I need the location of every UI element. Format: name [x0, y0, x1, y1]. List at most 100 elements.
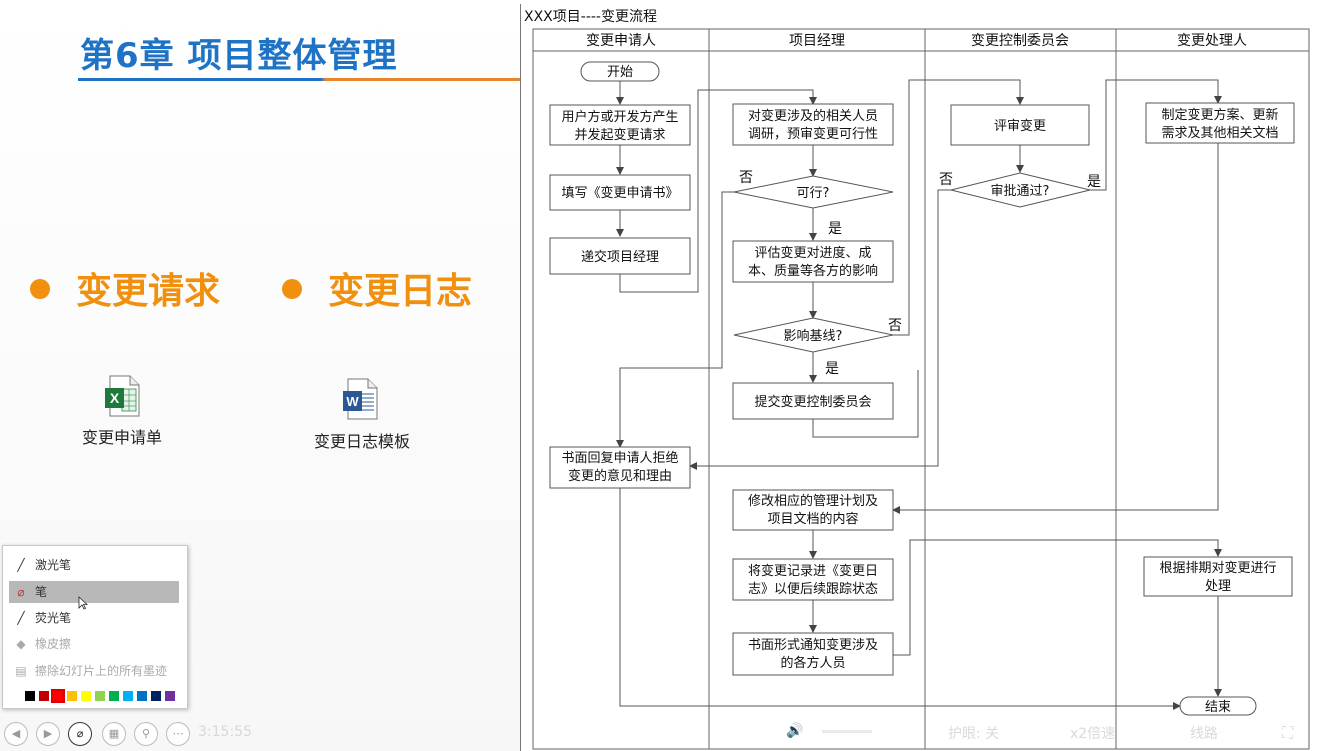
node-feasible: 可行?: [797, 186, 830, 201]
bullet-label: 变更请求: [76, 271, 221, 312]
ink-color-swatch[interactable]: [151, 691, 161, 701]
ink-color-swatch[interactable]: [39, 691, 49, 701]
menu-item-erase-all[interactable]: ▤ 擦除幻灯片上的所有墨迹: [9, 660, 179, 682]
node-process-line1: 根据排期对变更进行: [1159, 560, 1276, 576]
arrow-left-icon: ◀: [11, 727, 21, 740]
ink-color-swatch[interactable]: [123, 691, 133, 701]
menu-item-label: 笔: [35, 585, 48, 599]
node-end: 结束: [1205, 700, 1231, 715]
fullscreen-icon[interactable]: ⛶: [1282, 723, 1294, 742]
slide-title: 第6章 项目整体管理: [80, 36, 398, 76]
node-record-log-line2: 志》以便后续跟踪状态: [748, 582, 878, 597]
node-notify-line2: 的各方人员: [780, 655, 845, 671]
next-slide-button[interactable]: ▶: [36, 722, 60, 746]
node-submit-ccb: 提交变更控制委员会: [754, 394, 871, 410]
node-record-log-line1: 将变更记录进《变更日: [748, 563, 878, 579]
svg-text:X: X: [110, 390, 120, 406]
more-icon: ⋯: [172, 727, 184, 740]
bullet-dot-icon: [30, 279, 50, 299]
pen-icon: ⌀: [76, 727, 84, 740]
eraser-icon: ◆: [16, 637, 26, 651]
slides-overview-button[interactable]: ▦: [102, 722, 126, 746]
ink-color-palette: [25, 689, 179, 703]
svg-text:W: W: [346, 394, 359, 409]
bullet-dot-icon: [282, 279, 302, 299]
previous-slide-button[interactable]: ◀: [4, 722, 28, 746]
title-underline: [78, 78, 520, 81]
menu-item-label: 橡皮擦: [35, 637, 72, 651]
line-select-button[interactable]: 线路: [1190, 726, 1218, 742]
node-make-plan-line1: 制定变更方案、更新: [1161, 107, 1278, 123]
node-user-request-line2: 并发起变更请求: [574, 127, 665, 143]
bullet-label: 变更日志: [328, 271, 473, 312]
word-file-icon[interactable]: W: [342, 378, 378, 420]
bullet-change-request: 变更请求: [30, 262, 220, 314]
menu-item-eraser[interactable]: ◆ 橡皮擦: [9, 633, 179, 655]
menu-item-laser-pointer[interactable]: ╱ 激光笔: [9, 554, 179, 576]
menu-item-label: 荧光笔: [35, 611, 72, 625]
grid-icon: ▦: [108, 727, 120, 740]
lane-header: 变更控制委员会: [971, 33, 1069, 49]
volume-icon[interactable]: 🔊: [786, 723, 804, 739]
ink-color-swatch[interactable]: [165, 691, 175, 701]
lane-header: 变更申请人: [586, 33, 656, 49]
flow-connectors: [616, 79, 1222, 710]
laser-pointer-icon: ╱: [17, 558, 25, 572]
pen-tool-button[interactable]: ⌀: [68, 722, 92, 746]
edge-label-no: 否: [939, 172, 953, 188]
excel-file-icon[interactable]: X: [104, 375, 140, 417]
presentation-timer: 3:15:55: [198, 724, 252, 740]
lane-header: 变更处理人: [1177, 33, 1247, 49]
menu-item-label: 擦除幻灯片上的所有墨迹: [35, 664, 168, 678]
pen-icon: ⌀: [17, 585, 25, 599]
erase-all-icon: ▤: [15, 664, 27, 678]
edge-label-yes: 是: [1087, 174, 1101, 190]
ink-color-swatch[interactable]: [109, 691, 119, 701]
node-survey-line1: 对变更涉及的相关人员: [748, 108, 878, 124]
ink-color-swatch[interactable]: [67, 691, 77, 701]
ink-color-swatch[interactable]: [81, 691, 91, 701]
bullet-change-log: 变更日志: [282, 262, 472, 314]
ink-color-swatch[interactable]: [51, 689, 65, 703]
ink-color-swatch[interactable]: [25, 691, 35, 701]
highlighter-icon: ╱: [17, 611, 25, 625]
edge-label-yes: 是: [825, 361, 839, 377]
node-modify-plan-line1: 修改相应的管理计划及: [748, 493, 878, 509]
node-review: 评审变更: [994, 118, 1046, 134]
volume-slider[interactable]: [822, 730, 872, 733]
node-start: 开始: [607, 65, 633, 80]
node-fill-form: 填写《变更申请书》: [561, 185, 678, 201]
mouse-cursor-icon: [78, 596, 88, 610]
node-survey-line2: 调研，预审变更可行性: [748, 126, 878, 142]
menu-item-label: 激光笔: [35, 558, 72, 572]
node-assess-line2: 本、质量等各方的影响: [748, 263, 878, 279]
more-options-button[interactable]: ⋯: [166, 722, 190, 746]
node-approved: 审批通过?: [991, 184, 1050, 199]
pen-tool-menu: ╱激光笔 ⌀笔 ╱荧光笔 ◆橡皮擦 ▤擦除幻灯片上的所有墨迹: [2, 545, 188, 709]
node-submit-pm: 递交项目经理: [581, 249, 659, 265]
ink-color-swatch[interactable]: [137, 691, 147, 701]
arrow-right-icon: ▶: [43, 727, 53, 740]
playback-speed-button[interactable]: x2倍速: [1070, 726, 1116, 742]
ink-color-swatch[interactable]: [95, 691, 105, 701]
lane-header: 项目经理: [789, 33, 845, 49]
node-process-line2: 处理: [1205, 579, 1231, 594]
edge-label-no: 否: [888, 318, 902, 334]
node-make-plan-line2: 需求及其他相关文档: [1161, 126, 1278, 141]
eye-protection-toggle[interactable]: 护眼: 关: [948, 726, 1000, 742]
node-reply-reject-line2: 变更的意见和理由: [568, 468, 672, 484]
menu-item-pen[interactable]: ⌀笔: [9, 581, 179, 603]
menu-item-highlighter[interactable]: ╱ 荧光笔: [9, 607, 179, 629]
file-label-change-log-template[interactable]: 变更日志模板: [314, 432, 411, 451]
node-reply-reject-line1: 书面回复申请人拒绝: [561, 450, 678, 466]
file-label-change-request-form[interactable]: 变更申请单: [82, 428, 163, 447]
magnifier-icon: ⚲: [141, 727, 151, 740]
zoom-button[interactable]: ⚲: [134, 722, 158, 746]
edge-label-yes: 是: [828, 221, 842, 237]
node-user-request-line1: 用户方或开发方产生: [561, 109, 678, 125]
edge-label-no: 否: [739, 170, 753, 186]
flowchart-title: XXX项目----变更流程: [524, 9, 657, 25]
node-assess-line1: 评估变更对进度、成: [754, 245, 871, 261]
node-notify-line1: 书面形式通知变更涉及: [748, 637, 878, 653]
